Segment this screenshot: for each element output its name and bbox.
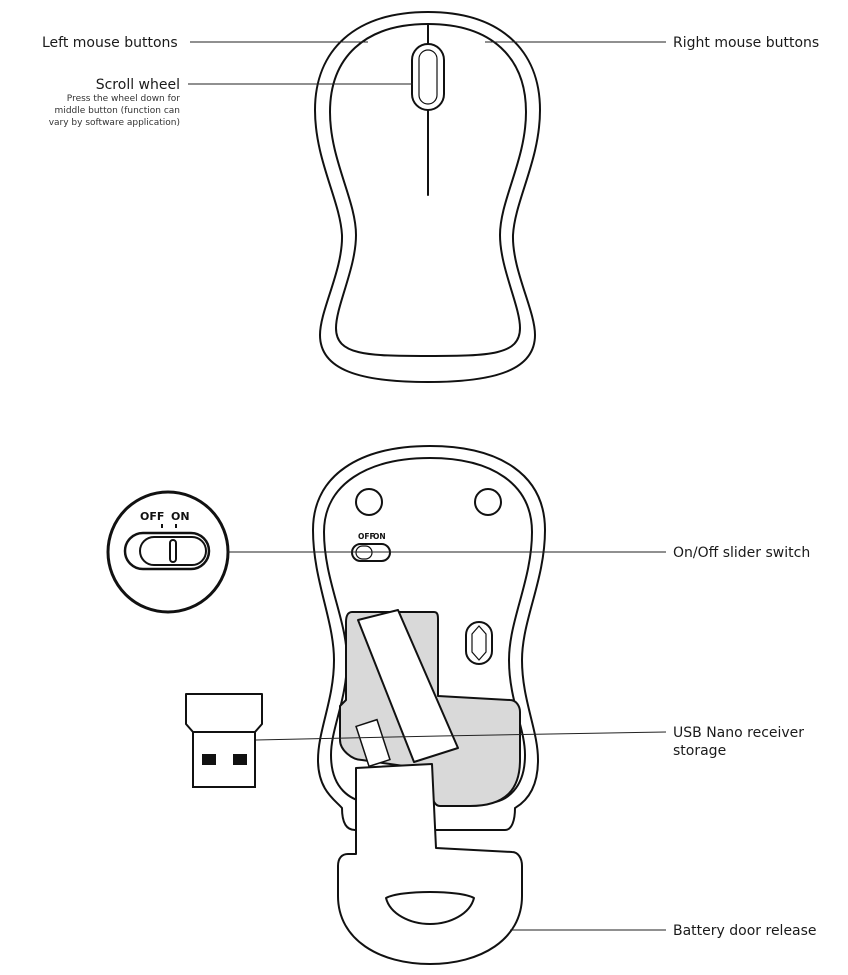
bottom-callouts: On/Off slider switch USB Nano receiver s… xyxy=(228,545,817,939)
battery-door[interactable] xyxy=(337,763,523,965)
switch-knob-grip xyxy=(169,539,177,563)
battery-door-label: Battery door release xyxy=(673,923,817,939)
mouse-top-view xyxy=(314,11,541,383)
mouse-top-outer-shell xyxy=(314,11,541,383)
right-buttons-label: Right mouse buttons xyxy=(673,35,819,51)
mouse-top-inner-shell xyxy=(329,23,527,357)
battery-door-grip xyxy=(385,891,475,925)
on-off-switch-small[interactable]: OFF ON xyxy=(351,532,391,562)
usb-nano-receiver xyxy=(185,693,263,788)
scroll-wheel-label: Scroll wheel xyxy=(96,77,180,93)
switch-on-text-small: ON xyxy=(373,532,386,541)
battery-latch-inner xyxy=(471,625,487,661)
scroll-wheel-housing[interactable] xyxy=(411,43,445,111)
receiver-storage-label-1: USB Nano receiver xyxy=(673,725,804,741)
switch-off-text: OFF xyxy=(140,510,164,523)
switch-off-text-small: OFF xyxy=(358,532,375,541)
switch-on-text: ON xyxy=(171,510,190,523)
scroll-wheel[interactable] xyxy=(418,49,438,105)
switch-detail: OFF ON xyxy=(106,490,230,614)
receiver-leader-right xyxy=(439,731,667,737)
receiver-leader-left xyxy=(255,735,441,741)
receiver-storage-label-2: storage xyxy=(673,743,726,759)
left-buttons-label: Left mouse buttons xyxy=(42,35,178,51)
slider-switch-label: On/Off slider switch xyxy=(673,545,810,561)
stored-receiver xyxy=(355,718,391,768)
scroll-wheel-note-3: vary by software application) xyxy=(49,118,180,128)
receiver-pin-right xyxy=(233,754,247,765)
battery-latch[interactable] xyxy=(465,621,493,665)
scroll-wheel-note-2: middle button (function can xyxy=(55,106,180,116)
top-callouts: Left mouse buttons Right mouse buttons S… xyxy=(42,35,819,128)
mouse-foot-left xyxy=(355,488,383,516)
receiver-cap xyxy=(185,693,263,733)
mouse-bottom-view: OFF ON xyxy=(312,445,546,965)
scroll-wheel-note-1: Press the wheel down for xyxy=(67,94,180,104)
battery xyxy=(357,609,459,763)
receiver-pin-left xyxy=(202,754,216,765)
mouse-foot-right xyxy=(474,488,502,516)
